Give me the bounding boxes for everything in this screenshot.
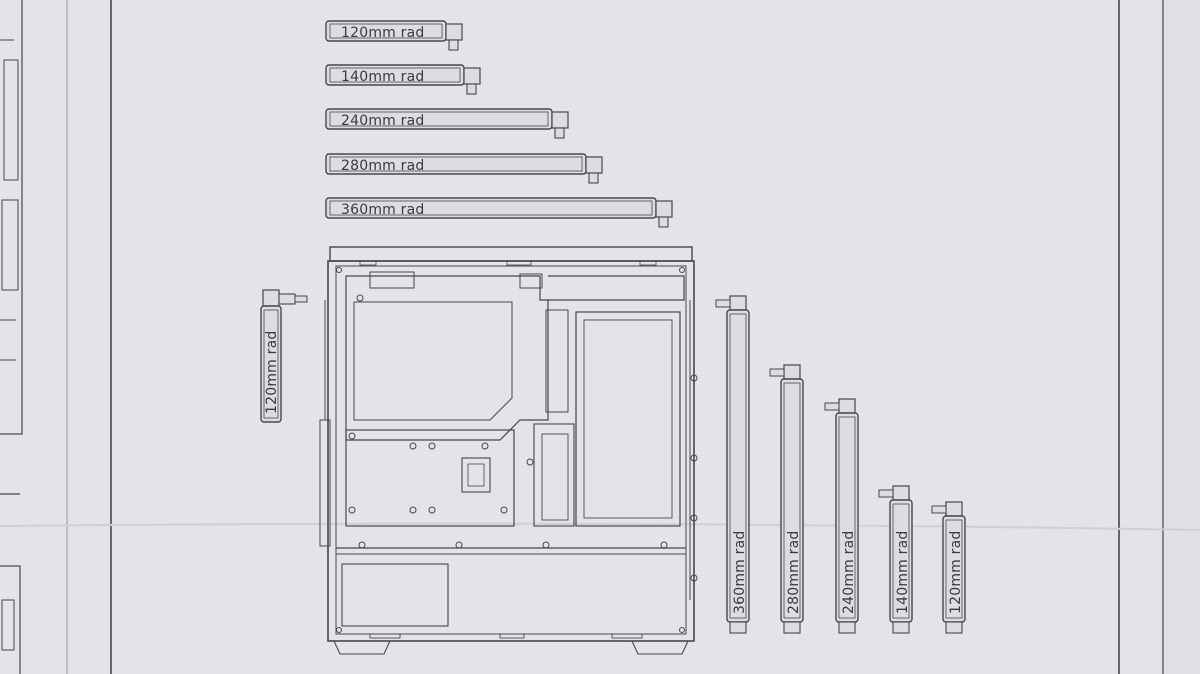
radiator-label: 120mm rad bbox=[264, 331, 280, 414]
radiator-120mm-rear: 120mm rad bbox=[260, 289, 308, 423]
radiator-120mm-horizontal: 120mm rad bbox=[325, 20, 463, 51]
radiator-label: 120mm rad bbox=[948, 531, 964, 614]
adjacent-page-edge bbox=[0, 0, 23, 674]
vertical-radiator-group: 360mm rad 280mm rad 240mm rad 140mm rad bbox=[715, 295, 966, 634]
radiator-label: 140mm rad bbox=[895, 531, 911, 614]
radiator-120mm-vertical: 120mm rad bbox=[931, 501, 966, 634]
radiator-label: 120mm rad bbox=[341, 25, 424, 41]
radiator-label: 240mm rad bbox=[341, 113, 424, 129]
radiator-240mm-vertical: 240mm rad bbox=[824, 398, 859, 634]
radiator-label: 280mm rad bbox=[786, 531, 802, 614]
radiator-240mm-horizontal: 240mm rad bbox=[325, 108, 569, 139]
horizontal-radiator-group: 120mm rad 140mm rad 240mm rad 280mm rad bbox=[325, 20, 673, 228]
radiator-360mm-horizontal: 360mm rad bbox=[325, 197, 673, 228]
radiator-label: 240mm rad bbox=[841, 531, 857, 614]
radiator-label: 360mm rad bbox=[341, 202, 424, 218]
radiator-140mm-horizontal: 140mm rad bbox=[325, 64, 481, 95]
standoff-marks bbox=[336, 267, 685, 633]
radiator-280mm-horizontal: 280mm rad bbox=[325, 153, 603, 184]
radiator-140mm-vertical: 140mm rad bbox=[878, 485, 913, 634]
radiator-280mm-vertical: 280mm rad bbox=[769, 364, 804, 634]
pc-case-side-view bbox=[319, 246, 698, 655]
radiator-label: 360mm rad bbox=[732, 531, 748, 614]
radiator-label: 140mm rad bbox=[341, 69, 424, 85]
radiator-360mm-vertical: 360mm rad bbox=[715, 295, 750, 634]
radiator-label: 280mm rad bbox=[341, 158, 424, 174]
